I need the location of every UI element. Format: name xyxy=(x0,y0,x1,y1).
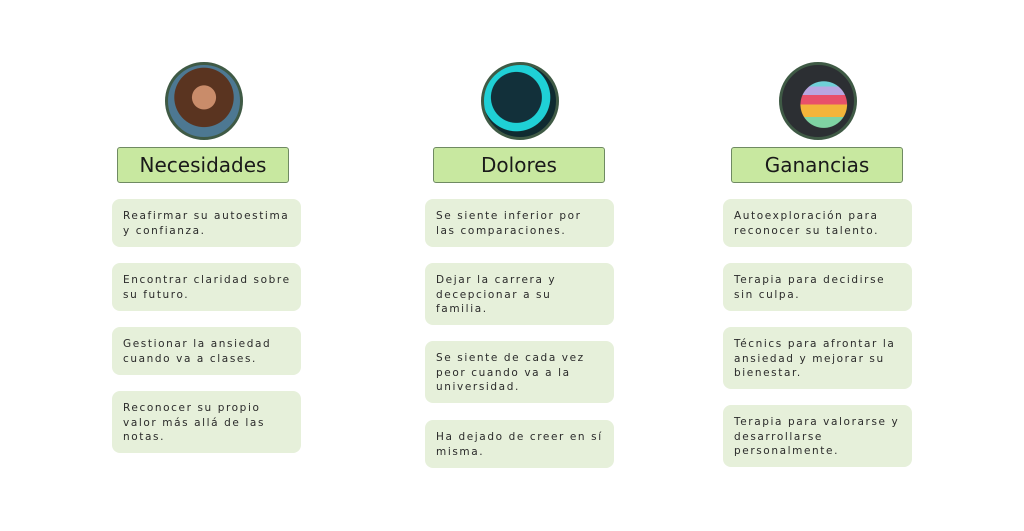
necesidades-avatar xyxy=(165,62,243,140)
necesidades-card: Reafirmar su autoestima y confianza. xyxy=(112,199,301,247)
ganancias-card: Terapia para decidirse sin culpa. xyxy=(723,263,912,311)
necesidades-card: Encontrar claridad sobre su futuro. xyxy=(112,263,301,311)
ganancias-header: Ganancias xyxy=(731,147,903,183)
ganancias-avatar xyxy=(779,62,857,140)
necesidades-header: Necesidades xyxy=(117,147,289,183)
dolores-card: Ha dejado de creer en sí misma. xyxy=(425,420,614,468)
dolores-header: Dolores xyxy=(433,147,605,183)
dolores-card: Dejar la carrera y decepcionar a su fami… xyxy=(425,263,614,325)
dolores-card: Se siente inferior por las comparaciones… xyxy=(425,199,614,247)
dolores-avatar xyxy=(481,62,559,140)
necesidades-card: Gestionar la ansiedad cuando va a clases… xyxy=(112,327,301,375)
ganancias-card: Técnics para afrontar la ansiedad y mejo… xyxy=(723,327,912,389)
dolores-card: Se siente de cada vez peor cuando va a l… xyxy=(425,341,614,403)
ganancias-card: Terapia para valorarse y desarrollarse p… xyxy=(723,405,912,467)
necesidades-card: Reconocer su propio valor más allá de la… xyxy=(112,391,301,453)
ganancias-card: Autoexploración para reconocer su talent… xyxy=(723,199,912,247)
